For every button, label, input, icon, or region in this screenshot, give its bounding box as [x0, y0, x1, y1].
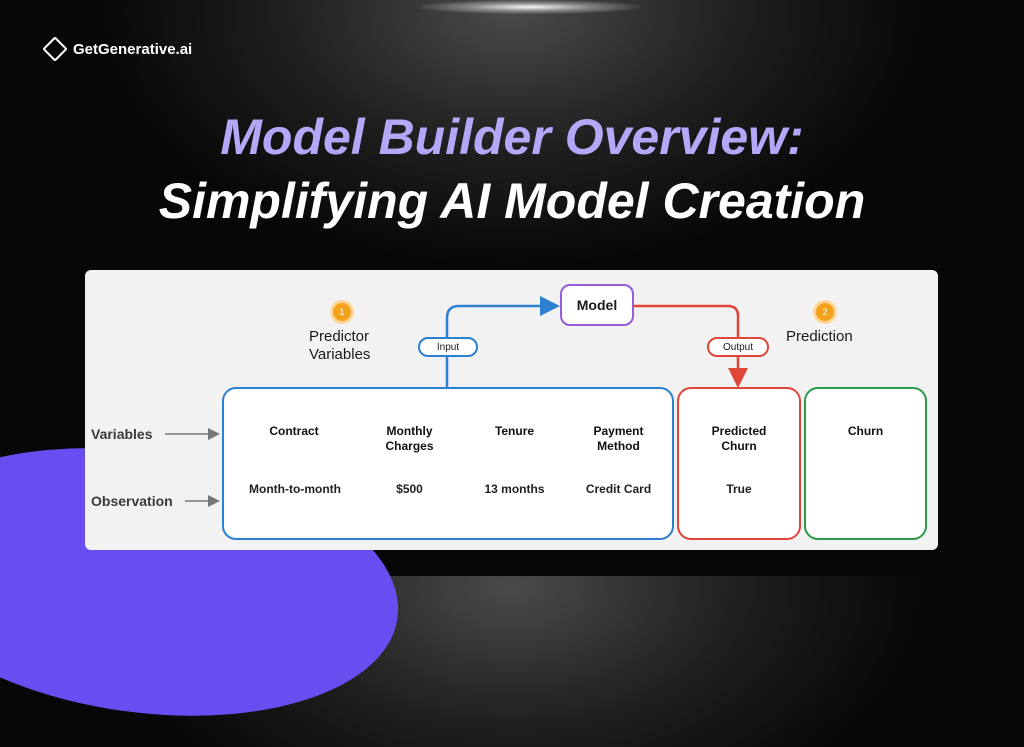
step-2-badge: 2: [816, 303, 834, 321]
column-header-payment-method: Payment Method: [593, 424, 644, 453]
diamond-logo-icon: [42, 36, 68, 62]
diagram-panel: 1 Predictor Variables 2 Prediction Model…: [85, 270, 938, 550]
cell-predicted-churn-value: True: [726, 482, 752, 496]
brand-logo[interactable]: GetGenerative.ai: [42, 36, 193, 62]
column-header-monthly-charges: Monthly Charges: [385, 424, 434, 453]
column-header-predicted-churn: Predicted Churn: [711, 424, 767, 453]
cell-monthly-charges-value: $500: [396, 482, 423, 496]
cell-tenure-value: 13 months: [484, 482, 545, 496]
page-title-line-2: Simplifying AI Model Creation: [158, 173, 866, 229]
observation-row-label: Observation: [91, 493, 173, 509]
churn-box: [804, 387, 927, 540]
input-pill: Input: [418, 337, 478, 357]
variables-row-label: Variables: [91, 426, 153, 442]
input-connector: [445, 296, 560, 387]
output-pill: Output: [707, 337, 769, 357]
prediction-label: Prediction: [786, 328, 853, 345]
model-node: Model: [560, 284, 634, 326]
column-header-tenure: Tenure: [494, 424, 535, 438]
input-variables-box: [222, 387, 674, 540]
brand-name: GetGenerative.ai: [73, 40, 193, 58]
output-connector: [634, 304, 748, 388]
column-header-churn: Churn: [847, 424, 884, 438]
column-header-contract: Contract: [269, 424, 319, 438]
cell-payment-method-value: Credit Card: [585, 482, 652, 496]
page-title-line-1: Model Builder Overview:: [220, 109, 804, 165]
step-1-badge: 1: [333, 303, 351, 321]
predicted-churn-box: [677, 387, 801, 540]
predictor-variables-label: Predictor Variables: [309, 328, 371, 363]
cell-contract-value: Month-to-month: [249, 482, 341, 496]
spotlight-glow: [420, 0, 640, 14]
